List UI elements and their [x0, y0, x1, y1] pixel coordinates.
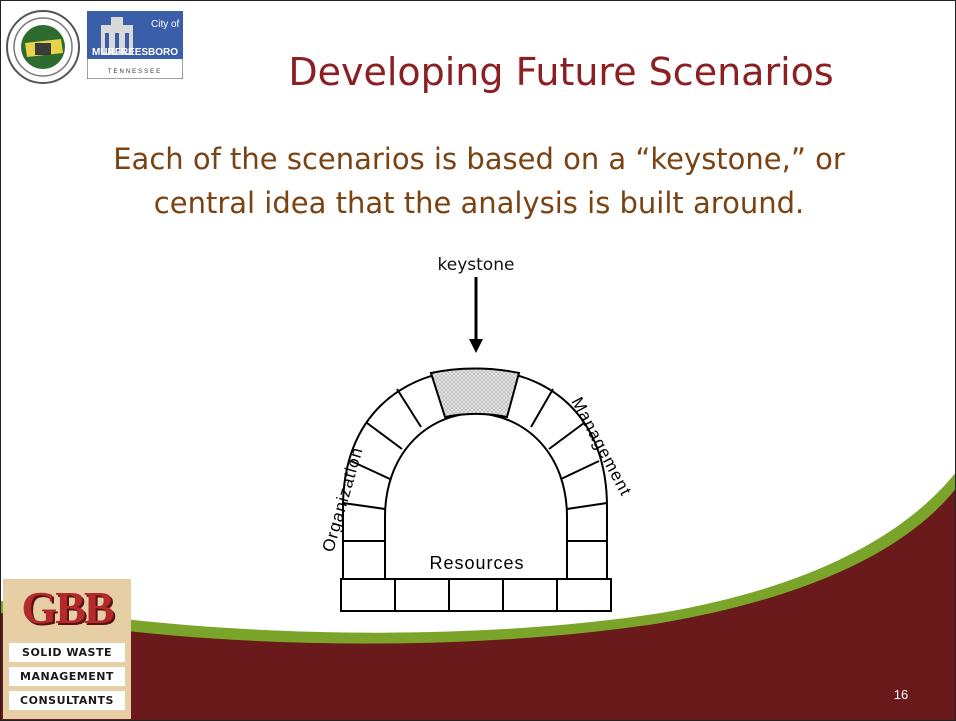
resources-label: Resources [429, 553, 524, 573]
gbb-logo-line-1: SOLID WASTE [9, 643, 125, 662]
keystone-arrow-head [469, 339, 483, 353]
gbb-logo-line-2: MANAGEMENT [9, 667, 125, 686]
body-line-2: central idea that the analysis is built … [153, 186, 805, 220]
city-logo: City of MURFREESBORO TENNESSEE [87, 11, 183, 79]
city-logo-top-text: City of [151, 19, 180, 30]
keystone-block [429, 367, 521, 419]
arch-diagram: Organization Management Resources [319, 277, 636, 612]
slide-page-number: 16 [893, 687, 909, 702]
gbb-logo-line-3: CONSULTANTS [9, 691, 125, 710]
gbb-logo-letters: GBB [21, 582, 114, 633]
city-logo-main-text: MURFREESBORO [92, 47, 178, 58]
county-seal-logo [6, 10, 80, 84]
slide-body-text: Each of the scenarios is based on a “key… [81, 137, 877, 225]
arch-base-joints [394, 579, 558, 611]
arch-base [340, 578, 612, 612]
gbb-logo: GBB SOLID WASTE MANAGEMENT CONSULTANTS [3, 579, 131, 719]
management-label: Management [567, 394, 635, 499]
arch-block-joints [342, 388, 608, 542]
city-logo-state-text: TENNESSEE [108, 69, 162, 75]
keystone-label: keystone [437, 255, 515, 275]
slide-title: Developing Future Scenarios [288, 50, 834, 94]
body-line-1: Each of the scenarios is based on a “key… [113, 142, 845, 176]
